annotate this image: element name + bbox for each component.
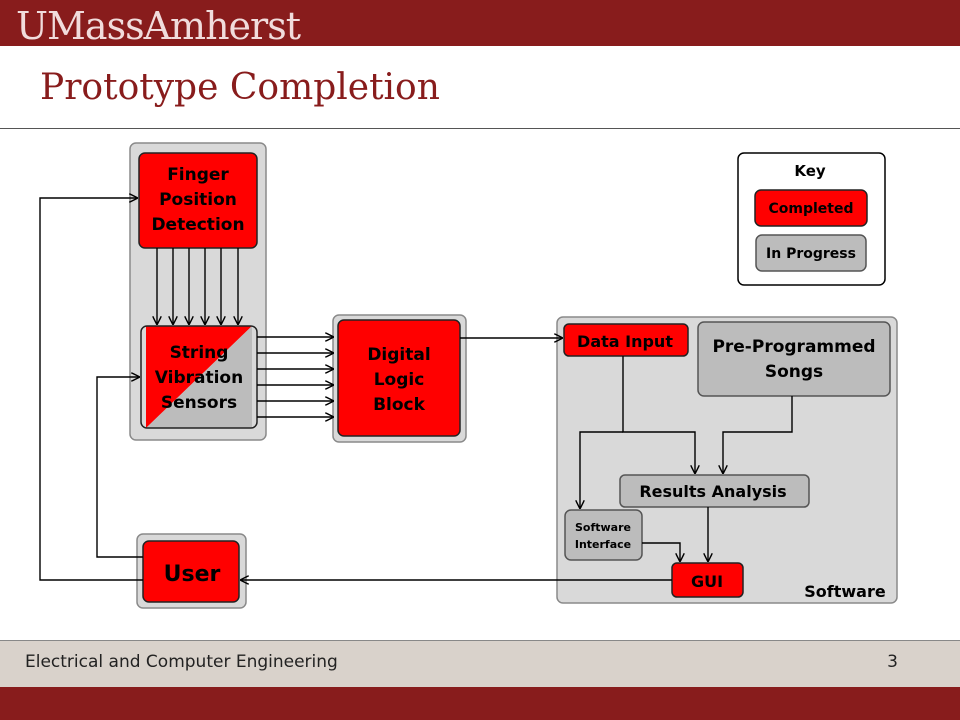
block-label: Position	[159, 190, 237, 210]
block-label: Data Input	[577, 332, 673, 351]
block-label: Pre-Programmed	[712, 337, 875, 357]
digital-logic-block: Digital Logic Block	[337, 319, 461, 437]
string-vibration-sensors-block: String Vibration Sensors	[140, 325, 258, 429]
user-block: User	[142, 540, 240, 603]
department-label: Electrical and Computer Engineering	[25, 652, 338, 672]
title-divider	[0, 128, 960, 129]
header-band	[0, 0, 960, 46]
block-label: Songs	[765, 362, 823, 382]
key-label: Completed	[768, 201, 853, 217]
bottom-band	[0, 687, 960, 720]
footer-band	[0, 640, 960, 687]
block-label: Results Analysis	[639, 482, 786, 501]
block-label: User	[164, 562, 221, 587]
block-label: Software	[575, 521, 631, 534]
block-label: Interface	[575, 538, 631, 551]
page-number: 3	[887, 652, 898, 672]
block-label: Logic	[374, 370, 425, 390]
block-label: Vibration	[155, 368, 243, 388]
software-interface-block: Software Interface	[564, 509, 643, 561]
key-in-progress: In Progress	[755, 234, 867, 272]
key-title: Key	[794, 162, 826, 180]
block-label: Detection	[151, 215, 244, 235]
key-completed: Completed	[754, 189, 868, 227]
umass-logo: UMassAmherst	[16, 4, 301, 48]
pre-programmed-songs-block: Pre-Programmed Songs	[697, 321, 891, 397]
key-label: In Progress	[766, 246, 856, 262]
connectors	[39, 198, 793, 580]
data-input-block: Data Input	[563, 323, 689, 357]
software-label: Software	[804, 582, 886, 601]
results-analysis-block: Results Analysis	[619, 474, 810, 508]
block-label: Block	[373, 395, 426, 415]
block-label: String	[170, 343, 229, 363]
finger-position-detection-block: Finger Position Detection	[138, 152, 258, 249]
slide-title: Prototype Completion	[40, 67, 440, 108]
block-label: Finger	[167, 165, 229, 185]
gui-block: GUI	[671, 562, 744, 598]
block-label: Digital	[367, 345, 430, 365]
block-label: GUI	[691, 572, 723, 591]
block-label: Sensors	[161, 393, 237, 413]
